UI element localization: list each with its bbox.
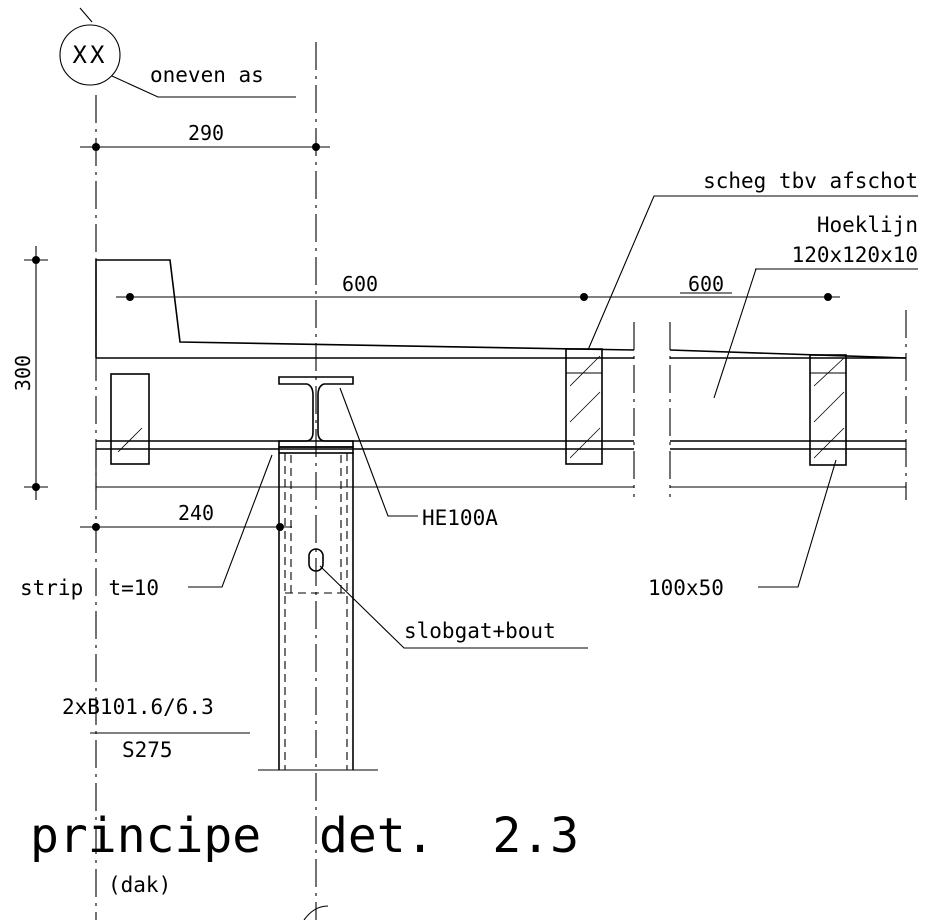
timber-block-left [110,373,150,465]
column-grade-label: S275 [122,738,173,762]
roof-beams [95,357,906,490]
dimension-600-text-1: 600 [342,272,378,296]
column-label: 2xB101.6/6.3 [62,695,214,719]
next-bubble-arc [303,905,329,920]
axis-bubble: XX oneven as [59,7,296,98]
dimension-600-text-2: 600 [688,272,724,296]
hoeklijn-size-label: 120x120x10 [792,243,918,267]
leader-lines [90,195,918,734]
dimension-240: 240 [80,501,292,531]
hoeklijn-label: Hoeklijn [817,213,918,237]
slotted-hole-label: slobgat+bout [404,619,556,643]
steel-column [258,446,378,771]
timber-block-right [809,354,847,466]
strip-label: strip t=10 [20,576,159,600]
timber-label: 100x50 [648,576,724,600]
dimension-240-text: 240 [178,501,214,525]
dimension-290: 290 [80,121,330,151]
roof-edge-outline [95,259,907,359]
dimension-600: 600 600 [116,272,840,301]
axis-bubble-text: XX [73,41,108,69]
dimension-290-text: 290 [188,121,224,145]
drawing-title: principe det. 2.3 [30,808,579,864]
beam-label: HE100A [422,506,498,530]
dimension-300-text: 300 [11,355,35,391]
break-lines [633,310,907,500]
axis-label: oneven as [150,63,264,87]
timber-block-middle [565,348,603,465]
drawing-subtitle: (dak) [108,873,171,897]
slotted-hole [308,548,324,572]
dimension-300: 300 [11,246,48,500]
scheg-label: scheg tbv afschot [703,169,918,193]
